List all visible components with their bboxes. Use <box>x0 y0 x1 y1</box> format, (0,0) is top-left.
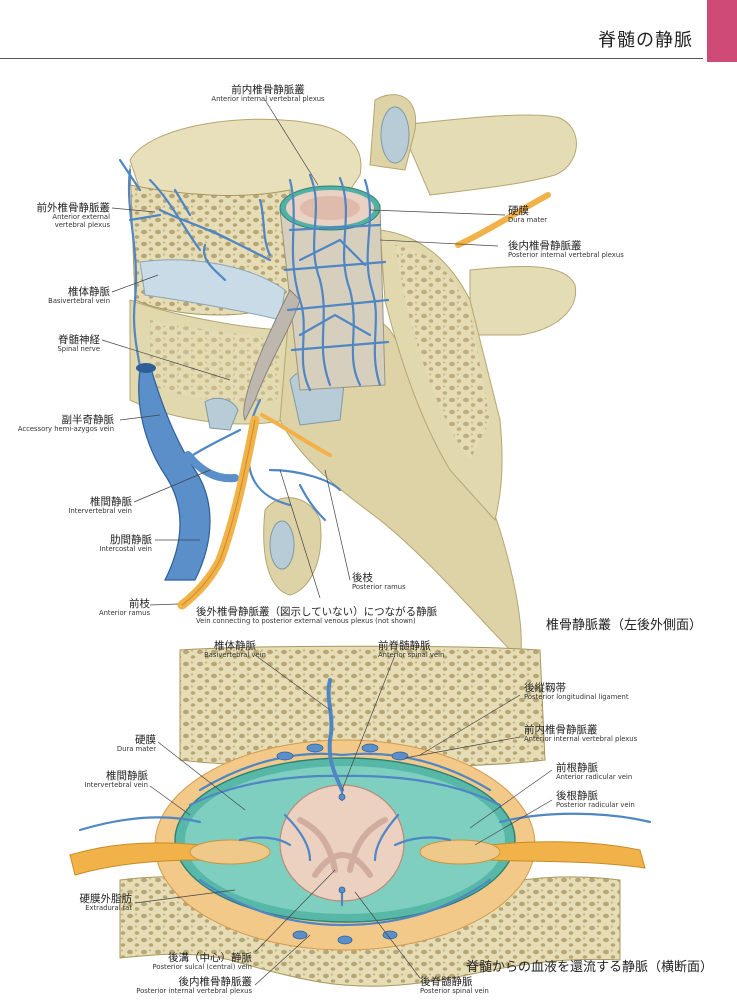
label-jp: 椎間静脈 <box>90 496 132 508</box>
label-en: Posterior internal vertebral plexus <box>136 987 252 996</box>
caption-lower: 脊髄からの血液を還流する静脈（横断面） <box>466 960 714 975</box>
label-en: Anterior ramus <box>98 609 150 618</box>
label-en: Posterior radicular vein <box>556 801 635 810</box>
label-jp: 硬膜 <box>135 734 156 746</box>
upper-hemiazygos-vein <box>136 363 239 581</box>
label-en: Anterior internal vertebral plexus <box>211 95 325 104</box>
label-en: Vein connecting to posterior external ve… <box>196 617 416 626</box>
label-jp: 前脊髄静脈 <box>378 640 431 652</box>
label-jp: 前内椎骨静脈叢 <box>524 724 598 736</box>
upper-nerves <box>177 192 551 610</box>
label-extradural-fat: 硬膜外脂肪 Extradural fat <box>20 893 133 913</box>
label-en: Anterior spinal vein <box>378 651 445 660</box>
label-vein-connecting-posterior-external: 後外椎骨静脈叢（図示していない）につながる静脈 Vein connecting … <box>196 606 466 626</box>
label-jp: 副半奇静脈 <box>61 414 115 426</box>
label-intervertebral-vein-lower: 椎間静脈 Intervertebral vein <box>48 770 148 790</box>
label-basivertebral-vein: 椎体静脈 Basivertebral vein <box>10 286 110 306</box>
label-jp: 肋間静脈 <box>110 534 152 546</box>
label-posterior-sulcal-vein: 後溝（中心）静脈 Posterior sulcal (central) vein <box>100 952 253 972</box>
page-title: 脊髄の静脈 <box>598 30 693 51</box>
label-en: Posterior internal vertebral plexus <box>508 251 624 260</box>
label-jp: 椎体静脈 <box>214 640 256 652</box>
label-posterior-radicular-vein: 後根静脈 Posterior radicular vein <box>556 790 696 810</box>
label-posterior-internal-plexus-upper: 後内椎骨静脈叢 Posterior internal vertebral ple… <box>508 240 658 260</box>
label-anterior-external-plexus: 前外椎骨静脈叢 Anterior external vertebral plex… <box>10 202 111 230</box>
label-en: Accessory hemi-azygos vein <box>17 425 114 434</box>
label-en-2: vertebral plexus <box>54 220 110 229</box>
label-anterior-spinal-vein: 前脊髄静脈 Anterior spinal vein <box>378 640 478 660</box>
caption-upper: 椎骨静脈叢（左後外側面） <box>546 618 703 633</box>
label-dura-mater-lower: 硬膜 Dura mater <box>56 734 156 754</box>
label-posterior-internal-plexus-lower: 後内椎骨静脈叢 Posterior internal vertebral ple… <box>100 976 252 996</box>
label-posterior-ramus: 後枝 Posterior ramus <box>352 572 432 592</box>
label-jp: 前内椎骨静脈叢 <box>231 84 305 96</box>
label-en: Basivertebral vein <box>204 651 266 660</box>
label-en: Intervertebral vein <box>68 507 132 516</box>
label-anterior-ramus: 前枝 Anterior ramus <box>50 598 150 618</box>
page-header: 脊髄の静脈 <box>0 0 737 62</box>
label-jp: 後脊髄静脈 <box>420 976 473 988</box>
label-jp: 後内椎骨静脈叢 <box>508 240 582 252</box>
label-basivertebral-vein-lower: 椎体静脈 Basivertebral vein <box>185 640 285 660</box>
label-en: Anterior external <box>52 213 110 222</box>
header-rule <box>0 58 703 59</box>
label-jp: 後根静脈 <box>556 790 598 802</box>
label-jp: 後溝（中心）静脈 <box>168 952 252 964</box>
label-jp: 前外椎骨静脈叢 <box>36 202 111 214</box>
label-en: Posterior ramus <box>352 583 406 592</box>
lower-anterior-internal-plexus-dots <box>276 743 409 945</box>
label-jp: 椎間静脈 <box>106 770 148 782</box>
label-anterior-internal-plexus: 前内椎骨静脈叢 Anterior internal vertebral plex… <box>168 84 368 104</box>
label-en: Posterior longitudinal ligament <box>524 693 629 702</box>
upper-vertebra-figure <box>129 94 577 662</box>
label-jp: 脊髄神経 <box>58 334 100 346</box>
label-spinal-nerve: 脊髄神経 Spinal nerve <box>10 334 100 354</box>
label-intervertebral-vein: 椎間静脈 Intervertebral vein <box>30 496 132 516</box>
label-anterior-internal-plexus-lower: 前内椎骨静脈叢 Anterior internal vertebral plex… <box>524 724 684 744</box>
label-jp: 後内椎骨静脈叢 <box>178 976 253 988</box>
label-jp: 硬膜外脂肪 <box>79 893 133 905</box>
label-jp: 椎体静脈 <box>68 286 110 298</box>
label-jp: 前枝 <box>129 598 150 610</box>
label-en: Intercostal vein <box>99 545 152 554</box>
label-jp: 硬膜 <box>508 205 529 217</box>
label-en: Posterior sulcal (central) vein <box>152 963 253 972</box>
label-accessory-hemiazygos-vein: 副半奇静脈 Accessory hemi-azygos vein <box>4 414 114 434</box>
label-jp: 後枝 <box>352 572 373 584</box>
label-en: Intervertebral vein <box>84 781 148 790</box>
label-en: Posterior spinal vein <box>420 987 489 996</box>
label-en: Dura mater <box>508 216 548 225</box>
label-en: Anterior radicular vein <box>556 773 633 782</box>
label-anterior-radicular-vein: 前根静脈 Anterior radicular vein <box>556 762 696 782</box>
label-en: Extradural fat <box>85 904 132 913</box>
label-jp: 前根静脈 <box>556 762 598 774</box>
label-jp: 後外椎骨静脈叢（図示していない）につながる静脈 <box>196 606 438 618</box>
label-posterior-spinal-vein: 後脊髄静脈 Posterior spinal vein <box>420 976 540 996</box>
label-posterior-longitudinal-ligament: 後縦靱帯 Posterior longitudinal ligament <box>524 682 684 702</box>
lower-leader-lines <box>134 654 553 986</box>
label-en: Spinal nerve <box>57 345 100 354</box>
upper-leader-lines <box>101 99 506 606</box>
label-dura-mater-upper: 硬膜 Dura mater <box>508 205 608 225</box>
label-en: Anterior internal vertebral plexus <box>524 735 638 744</box>
label-en: Dura mater <box>116 745 156 754</box>
chapter-tab <box>707 0 737 62</box>
label-intercostal-vein: 肋間静脈 Intercostal vein <box>50 534 152 554</box>
label-en: Basivertebral vein <box>48 297 110 306</box>
label-jp: 後縦靱帯 <box>524 682 566 694</box>
